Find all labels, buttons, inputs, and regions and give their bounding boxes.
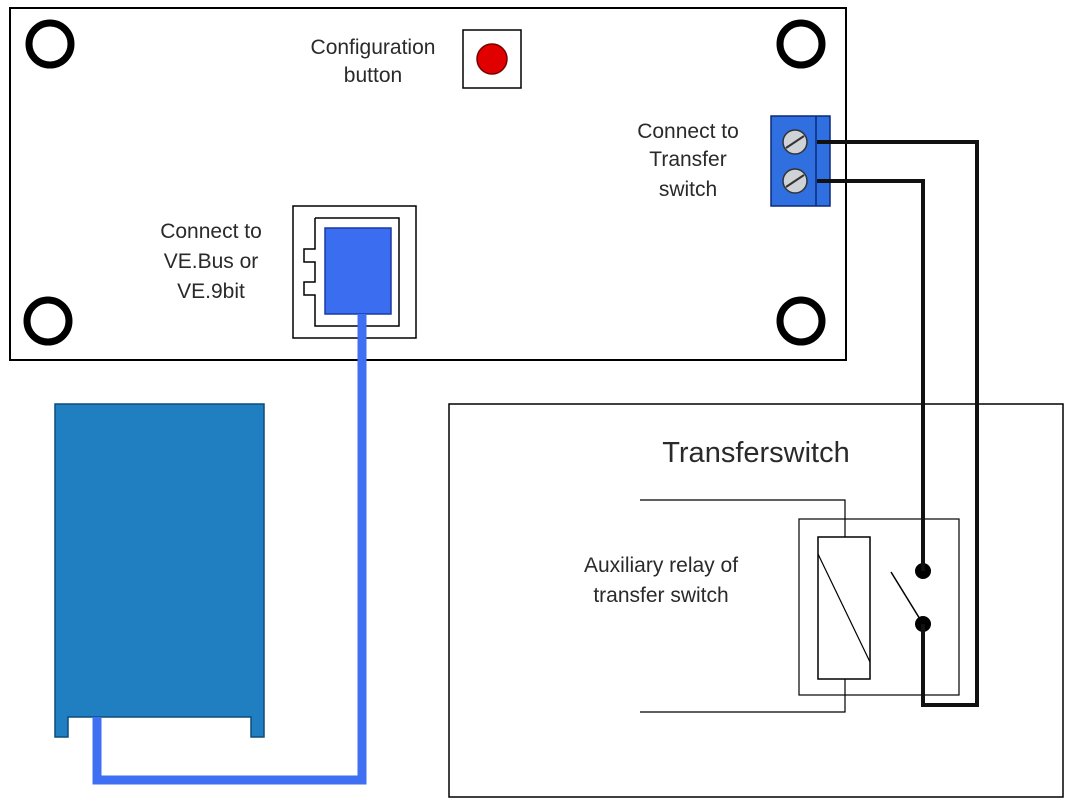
vebus-connect-label-line1: Connect to: [160, 220, 262, 243]
transfer-connect-label-line1: Connect to: [637, 120, 739, 143]
relay-enclosure: [798, 518, 960, 696]
transfer-switch-terminal-block: [770, 115, 831, 207]
vebus-connector-plug: [324, 227, 392, 315]
mounting-hole-top-right: [776, 19, 826, 69]
vebus-cable: [92, 314, 367, 785]
transfer-connect-label-line2: Transfer: [649, 148, 726, 171]
vebus-connect-label-line3: VE.9bit: [177, 280, 245, 303]
wire-to-transfer-switch-2: [817, 179, 925, 571]
terminal-screw-bottom: [782, 168, 808, 194]
relay-contact: [890, 563, 931, 632]
configuration-button: [462, 29, 522, 89]
relay-coil-wire-top: [640, 499, 846, 537]
board: [9, 7, 847, 361]
relay-coil: [817, 536, 871, 680]
aux-relay-label-line2: transfer switch: [593, 584, 728, 607]
configuration-button-label-line2: button: [344, 64, 402, 87]
aux-relay-label-line1: Auxiliary relay of: [584, 554, 738, 577]
relay-coil-wire-bottom: [640, 679, 846, 713]
mounting-hole-bottom-left: [23, 296, 73, 346]
transfer-connect-label-line3: switch: [659, 178, 717, 201]
mounting-hole-bottom-right: [776, 296, 826, 346]
configuration-button-label-line1: Configuration: [311, 36, 436, 59]
terminal-screw-top: [782, 129, 808, 155]
wire-to-transfer-switch-1: [817, 140, 979, 707]
inverter-device: [54, 403, 265, 738]
mounting-hole-top-left: [25, 19, 75, 69]
vebus-socket: [292, 205, 417, 339]
transfer-switch-title: Transferswitch: [662, 437, 849, 469]
vebus-connect-label-line2: VE.Bus or: [164, 250, 259, 273]
transfer-switch-box: [448, 403, 1064, 798]
